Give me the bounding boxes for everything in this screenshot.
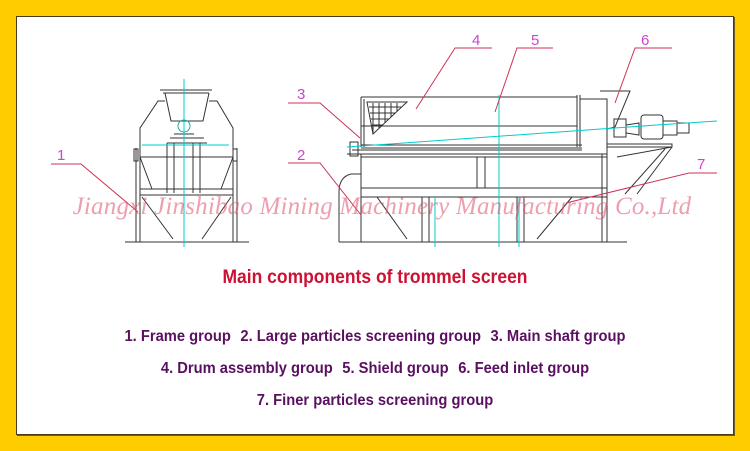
callout-6: 6 — [641, 32, 649, 49]
trommel-technical-drawing: 1 2 3 4 5 6 7 — [51, 32, 718, 247]
callout-5: 5 — [531, 32, 539, 49]
side-view-drawing — [338, 90, 690, 243]
legend-item-main-shaft-group: 3. Main shaft group — [490, 328, 626, 345]
callout-3: 3 — [297, 86, 305, 103]
legend-line-1: 1. Frame group 2. Large particles screen… — [46, 328, 705, 346]
legend-item-finer-particles-screening-group: 7. Finer particles screening group — [256, 392, 494, 409]
company-watermark: Jiangxi Jinshibao Mining Machinery Manuf… — [72, 193, 692, 220]
callout-1: 1 — [57, 147, 65, 164]
legend-item-drum-assembly-group: 4. Drum assembly group — [160, 360, 333, 377]
end-view-drawing — [125, 89, 249, 243]
diagram-title: Main components of trommel screen — [222, 267, 528, 288]
legend-item-frame-group: 1. Frame group — [124, 328, 231, 345]
callout-2: 2 — [297, 147, 305, 164]
legend-item-feed-inlet-group: 6. Feed inlet group — [458, 360, 590, 377]
legend-item-large-particles-screening-group: 2. Large particles screening group — [240, 328, 481, 345]
callout-4: 4 — [472, 32, 480, 49]
legend-line-3: 7. Finer particles screening group — [46, 392, 705, 410]
legend-line-2: 4. Drum assembly group 5. Shield group 6… — [46, 360, 705, 378]
leader-lines — [51, 47, 717, 216]
callout-numbers: 1 2 3 4 5 6 7 — [57, 32, 705, 173]
centerlines — [142, 79, 718, 247]
legend-item-shield-group: 5. Shield group — [342, 360, 449, 377]
diagram-panel: 1 2 3 4 5 6 7 Jiangxi Jinshibao Mining M… — [16, 16, 734, 435]
callout-7: 7 — [697, 156, 705, 173]
